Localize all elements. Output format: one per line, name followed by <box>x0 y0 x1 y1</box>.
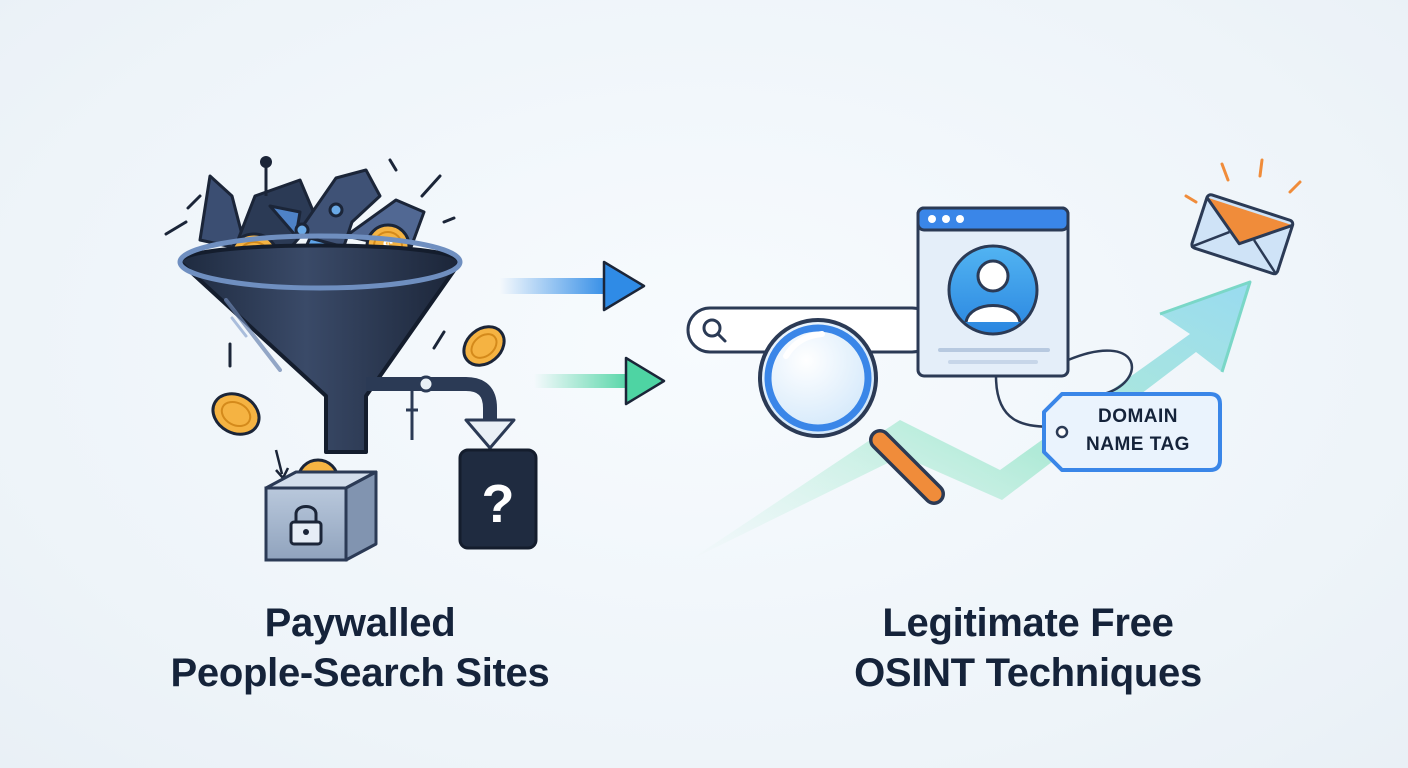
browser-window-icon <box>916 206 1070 378</box>
motion-lines <box>164 158 456 368</box>
padlock-icon <box>289 505 323 546</box>
caption-paywalled: Paywalled People-Search Sites <box>90 598 630 698</box>
caption-left-line1: Paywalled <box>264 601 456 645</box>
question-box-icon: ? <box>458 448 538 550</box>
email-envelope-icon <box>1184 158 1302 276</box>
pipe-icon <box>366 375 516 450</box>
tag-line2: NAME TAG <box>1086 434 1190 455</box>
trend-arrow-icon <box>690 280 1252 560</box>
green-arrow-icon <box>534 356 666 406</box>
caption-osint: Legitimate Free OSINT Techniques <box>778 598 1278 698</box>
coin-icon <box>211 392 261 436</box>
search-icon <box>702 318 727 343</box>
user-profile-icon <box>947 244 1039 336</box>
domain-tag-icon: DOMAIN NAME TAG <box>1042 392 1222 472</box>
caption-right-line1: Legitimate Free <box>882 601 1174 645</box>
tag-line1: DOMAIN <box>1098 406 1178 427</box>
caption-right-line2: OSINT Techniques <box>854 651 1202 695</box>
funnel-icon: $ $ <box>164 156 463 454</box>
mystery-symbol: ? <box>482 474 515 534</box>
caption-left-line2: People-Search Sites <box>170 651 550 695</box>
magnifying-glass-icon <box>758 318 945 505</box>
sparkle-lines <box>1184 158 1302 204</box>
blue-arrow-icon <box>500 260 646 312</box>
coin-icon <box>462 325 506 367</box>
locked-box-icon: $ <box>264 458 378 562</box>
